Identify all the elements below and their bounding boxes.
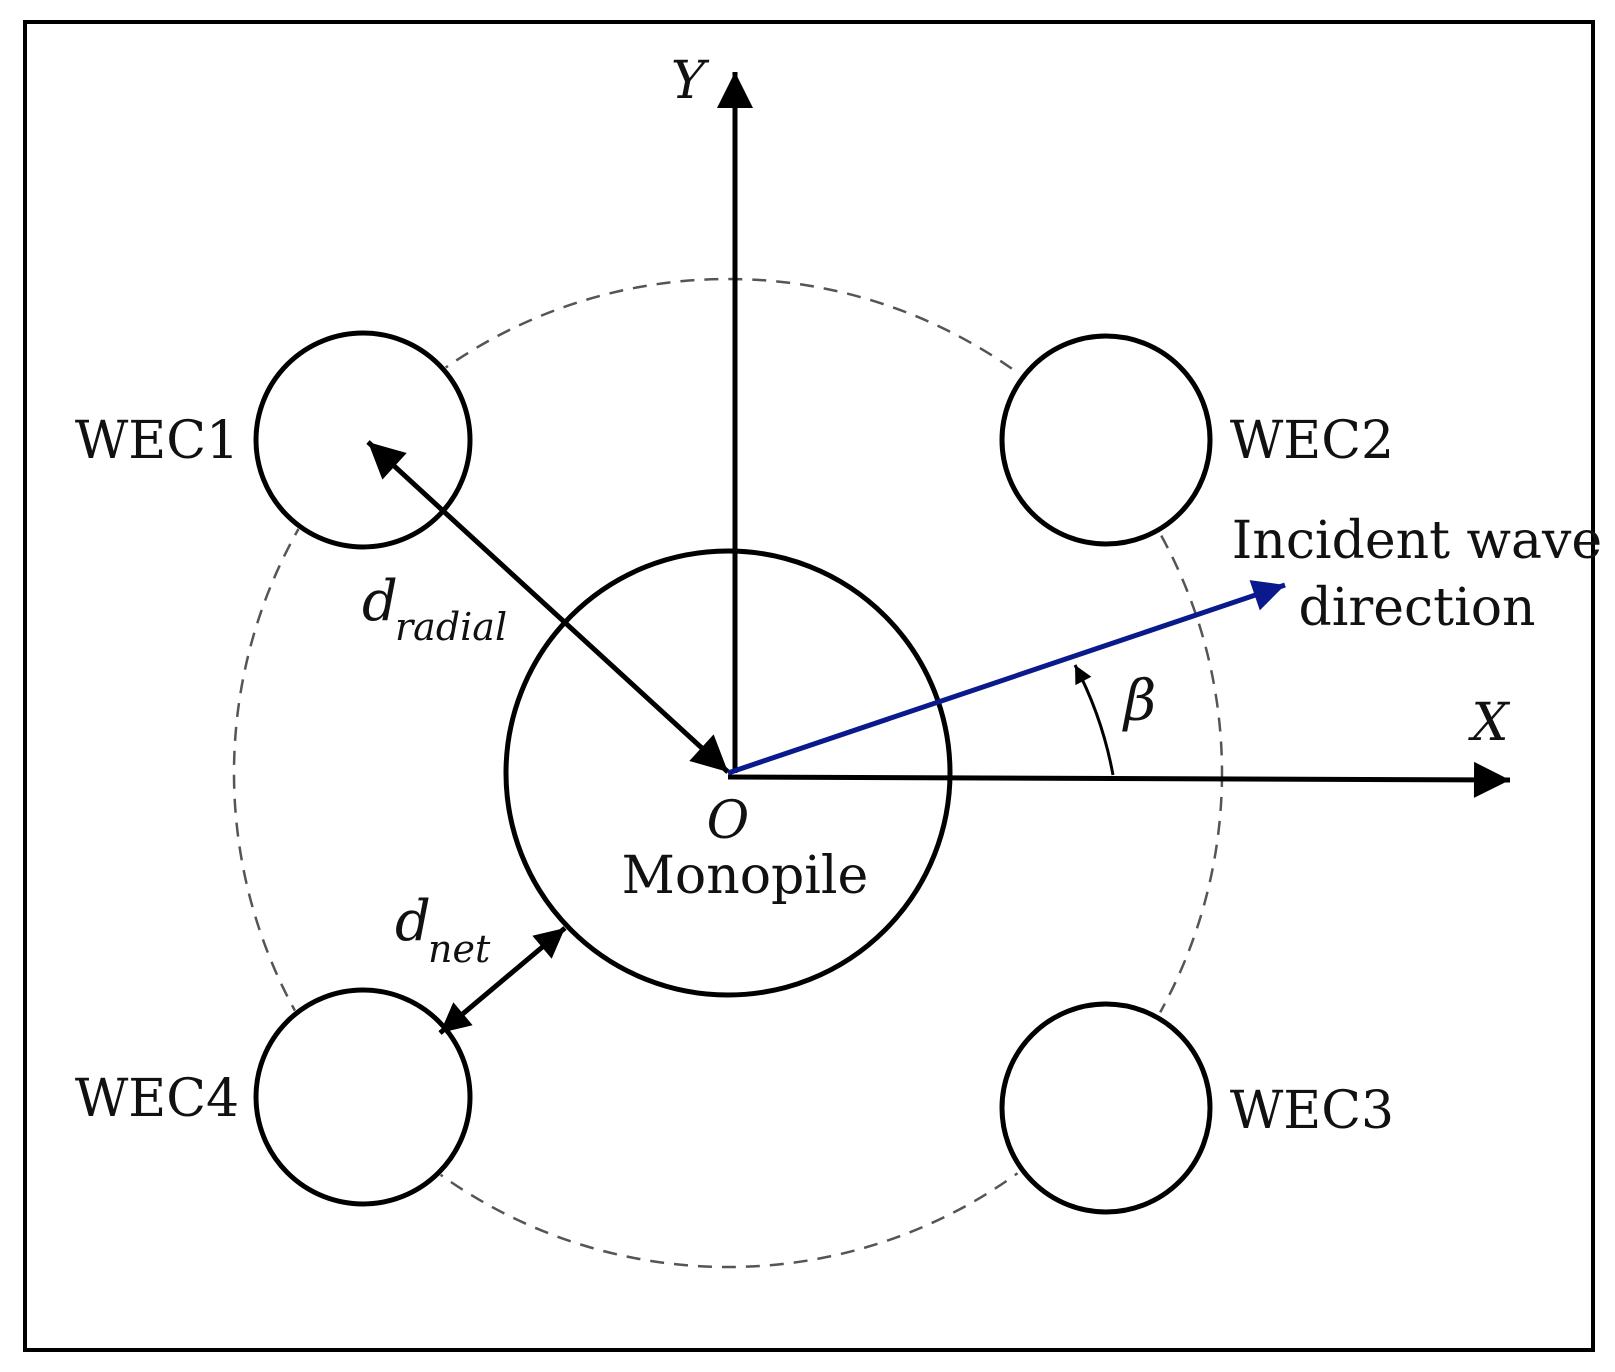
wec3-label: WEC3	[1230, 1081, 1394, 1141]
wec2-label: WEC2	[1230, 411, 1394, 471]
beta-label: β	[1122, 669, 1156, 734]
incident-wave-arrow	[727, 580, 1286, 776]
x-axis-label: X	[1467, 693, 1510, 753]
incident-wave-label-line2: direction	[1299, 578, 1536, 638]
beta-angle-arc	[1073, 664, 1115, 776]
d-radial-symbol: d	[362, 569, 398, 634]
d-net-symbol: d	[395, 889, 431, 954]
wec2-circle	[999, 333, 1213, 547]
monopile-circle	[503, 548, 953, 998]
y-axis-label: Y	[671, 51, 710, 111]
monopile-label: Monopile	[622, 846, 869, 906]
incident-wave-label-line1: Incident wave	[1232, 511, 1602, 571]
origin-label: O	[707, 791, 750, 851]
d-net-arrow	[438, 926, 567, 1035]
d-radial-subscript: radial	[395, 605, 507, 649]
diagram-frame	[23, 20, 1595, 1352]
wec3-circle	[999, 1001, 1213, 1215]
wec4-label: WEC4	[75, 1069, 239, 1129]
d-radial-arrow	[366, 440, 730, 774]
wec1-label: WEC1	[75, 411, 239, 471]
x-axis	[727, 761, 1511, 798]
wec1-circle	[253, 330, 473, 550]
layout-dashed-circle	[232, 277, 1224, 1269]
wec4-circle	[253, 987, 473, 1207]
d-net-subscript: net	[428, 927, 491, 971]
